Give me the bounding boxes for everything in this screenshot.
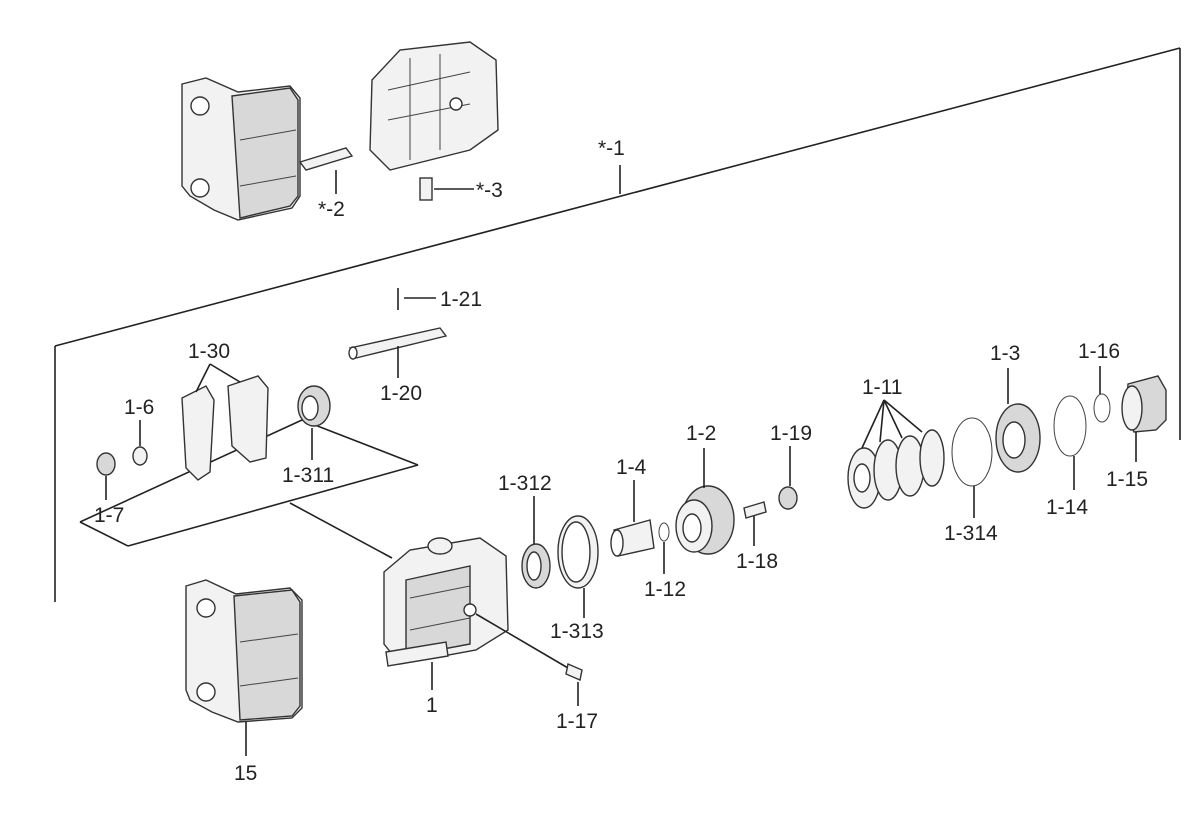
label-star-2: *-2 [318,198,345,221]
pin-1-21 [397,288,436,310]
ring-1-313 [557,515,599,618]
label-1: 1 [426,694,438,717]
shaft-1-20 [348,327,448,378]
ring-1-312 [521,496,551,589]
label-1-17: 1-17 [556,710,598,733]
upper-bracket-plate [181,77,301,221]
label-1-19: 1-19 [770,422,812,445]
brake-shoes-1-30 [181,363,269,481]
cap-1-15 [1121,375,1167,462]
label-1-314: 1-314 [944,522,998,545]
sleeve-1-4 [610,480,655,557]
label-1-311: 1-311 [282,464,334,487]
label-star-3: *-3 [476,179,503,202]
label-1-16: 1-16 [1078,340,1120,363]
label-1-12: 1-12 [644,578,686,601]
label-1-313: 1-313 [550,620,604,643]
oring-1-12 [658,522,670,574]
bearing-1-3 [995,368,1041,473]
label-1-18: 1-18 [736,550,778,573]
plug-star-3 [419,177,474,201]
plates-1-11 [847,399,945,509]
rotor-1-2 [675,448,735,555]
lower-bracket-plate-15 [185,579,303,756]
label-1-14: 1-14 [1046,496,1088,519]
label-1-11: 1-11 [862,376,902,399]
main-housing-1 [383,537,509,690]
label-15: 15 [234,762,257,785]
label-1-30: 1-30 [188,340,230,363]
nut-1-7 [96,452,116,500]
label-star-1: *-1 [598,137,625,160]
label-1-4: 1-4 [616,456,647,479]
label-1-2: 1-2 [686,422,716,445]
oring-1-16 [1093,366,1111,423]
seal-1-311 [297,385,331,460]
spring-1-18 [743,501,767,546]
snap-ring-1-14 [1053,395,1087,490]
label-1-3: 1-3 [990,342,1020,365]
label-1-312: 1-312 [498,472,552,495]
oring-1-314 [951,417,993,518]
label-1-7: 1-7 [94,504,124,527]
label-1-6: 1-6 [124,396,154,419]
label-1-20: 1-20 [380,382,422,405]
label-1-21: 1-21 [440,288,482,311]
bushing-1-6 [132,420,148,466]
bolt-star-2 [298,147,354,171]
upper-housing [369,41,499,171]
label-1-15: 1-15 [1106,468,1148,491]
plug-1-17 [475,613,583,706]
nut-1-19 [778,446,798,510]
